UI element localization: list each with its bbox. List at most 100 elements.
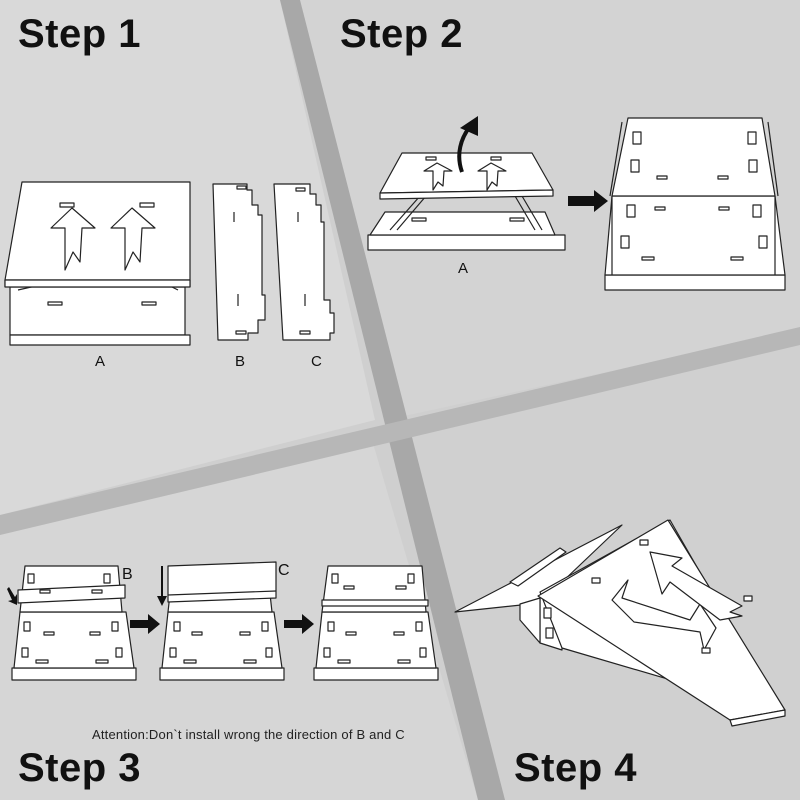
part-label-a: A (95, 353, 106, 370)
slot (59, 202, 75, 208)
step2-top-thickness (379, 189, 554, 200)
slot (490, 156, 502, 161)
slot (343, 585, 355, 590)
ramp-side-inner (519, 597, 541, 644)
slot (35, 659, 49, 664)
slot (393, 631, 405, 636)
step1-part-a (4, 181, 191, 346)
slot (139, 202, 155, 208)
hinge-icon (620, 235, 630, 249)
part-label-b: B (235, 353, 246, 370)
slot (191, 631, 203, 636)
hinge-icon (21, 647, 29, 658)
attention-note: Attention:Don`t install wrong the direct… (92, 727, 405, 742)
step3-box3 (313, 565, 439, 681)
slot (183, 659, 197, 664)
hinge-icon (169, 647, 177, 658)
hinge-icon (111, 621, 119, 632)
step2-title: Step 2 (340, 12, 464, 56)
slot (235, 330, 247, 335)
step1-part-b (212, 183, 266, 341)
slot (243, 659, 257, 664)
s3b2-panel-c-edge (167, 590, 277, 596)
hinge-icon (103, 573, 111, 584)
hinge-icon (545, 627, 554, 639)
hinge-icon (407, 573, 415, 584)
step2-leg-right (514, 195, 536, 231)
slot (717, 175, 729, 180)
hinge-icon (27, 573, 35, 584)
box-right-edge (767, 121, 779, 197)
step3-label-c: C (278, 562, 290, 579)
right-arrow-icon (284, 614, 314, 634)
slot (509, 217, 525, 222)
slot (345, 631, 357, 636)
divider-horizontal (0, 327, 800, 535)
part-a-top-board (4, 181, 191, 281)
step3-box2 (159, 561, 285, 681)
s3b3-base (313, 667, 439, 681)
hinge-icon (758, 235, 768, 249)
s3b2-floor (161, 611, 283, 669)
step1-title: Step 1 (18, 12, 142, 56)
hinge-icon (327, 621, 335, 632)
slot (730, 256, 744, 261)
step2-base (367, 234, 566, 251)
hinge-icon (115, 647, 123, 658)
s3b3-floor (315, 611, 437, 669)
step2-part-label-a: A (458, 260, 469, 277)
up-arrow-cutout-icon (110, 207, 156, 271)
ramp-board-edge (729, 709, 786, 727)
step2-top-board (379, 152, 554, 194)
hinge-icon (630, 159, 640, 173)
hinge-icon (323, 647, 331, 658)
step2-part-a (367, 152, 566, 251)
step2-leg-left2 (396, 195, 427, 231)
s3b2-base (159, 667, 285, 681)
slot (95, 659, 109, 664)
slot (654, 206, 666, 211)
slot (701, 647, 711, 654)
slot (236, 185, 247, 190)
hinge-icon (752, 204, 762, 218)
step3-label-b: B (122, 566, 133, 583)
slot (425, 156, 437, 161)
panel-b (212, 183, 266, 341)
slot (639, 539, 649, 546)
hinge-icon (626, 204, 636, 218)
hinge-icon (543, 607, 552, 619)
s3b1-base (11, 667, 137, 681)
box-left-edge (609, 121, 623, 197)
hinge-icon (265, 647, 273, 658)
step2-leg-right2 (521, 195, 543, 231)
step4-title: Step 4 (514, 746, 638, 790)
slot (395, 585, 407, 590)
hinge-icon (632, 131, 642, 145)
slot (397, 659, 411, 664)
slot (39, 589, 51, 594)
s3b1-floor (13, 611, 135, 669)
part-a-top-thickness (4, 279, 191, 288)
slot (411, 217, 427, 222)
box-base (604, 274, 786, 291)
hinge-icon (419, 647, 427, 658)
up-arrow-cutout-icon (477, 162, 507, 191)
slot (295, 187, 306, 192)
right-arrow-icon (130, 614, 160, 634)
slot (43, 631, 55, 636)
slot (47, 301, 63, 306)
down-arrow-icon (157, 596, 167, 606)
slot (718, 206, 730, 211)
curved-arrow-head (460, 116, 478, 136)
up-arrow-cutout-icon (649, 551, 743, 621)
part-a-base (9, 286, 186, 336)
step3-box1 (11, 565, 137, 681)
up-arrow-cutout-icon (50, 207, 96, 271)
hinge-icon (415, 621, 423, 632)
slot (656, 175, 668, 180)
slot (141, 301, 157, 306)
up-arrow-cutout-icon (423, 162, 453, 191)
s3b3-bar (321, 599, 429, 607)
slot (239, 631, 251, 636)
